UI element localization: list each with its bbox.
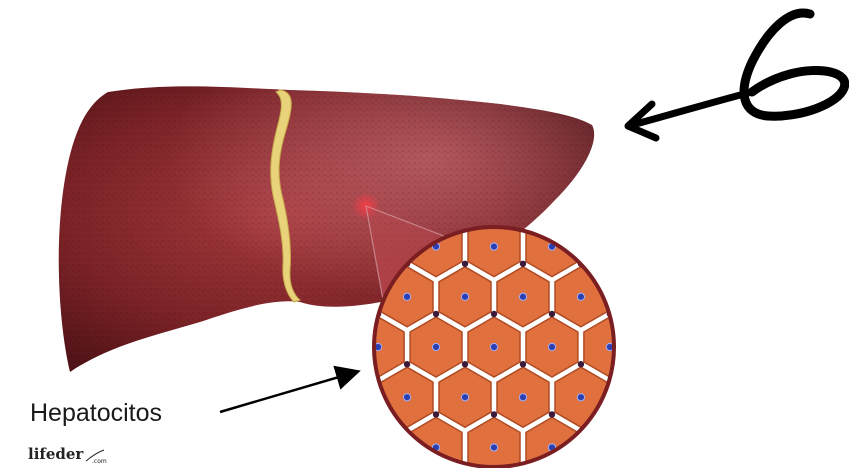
portal-triad bbox=[578, 361, 584, 367]
cell-nucleus bbox=[403, 394, 410, 401]
portal-triad bbox=[462, 361, 468, 367]
cell-nucleus bbox=[577, 293, 584, 300]
handwritten-six-annotation bbox=[628, 13, 845, 138]
portal-triad bbox=[549, 210, 555, 216]
cell-nucleus bbox=[490, 444, 497, 451]
handwritten-arrow-shaft bbox=[636, 92, 752, 124]
portal-triad bbox=[549, 411, 555, 417]
lifeder-logo: lifeder .com bbox=[28, 445, 107, 465]
cell-nucleus bbox=[432, 343, 439, 350]
cell-nucleus bbox=[403, 293, 410, 300]
portal-triad bbox=[433, 411, 439, 417]
portal-triad bbox=[520, 361, 526, 367]
logo-brand: lifeder bbox=[28, 445, 84, 463]
logo-suffix: .com bbox=[92, 458, 107, 465]
portal-triad bbox=[520, 261, 526, 267]
handwritten-six bbox=[744, 13, 845, 116]
portal-triad bbox=[462, 261, 468, 267]
cell-nucleus bbox=[577, 394, 584, 401]
hepatocytes-label: Hepatocitos bbox=[30, 399, 162, 427]
cell-nucleus bbox=[490, 243, 497, 250]
cell-nucleus bbox=[490, 343, 497, 350]
cell-nucleus bbox=[548, 343, 555, 350]
cell-nucleus bbox=[461, 293, 468, 300]
cell-nucleus bbox=[519, 293, 526, 300]
portal-triad bbox=[433, 311, 439, 317]
cell-nucleus bbox=[461, 394, 468, 401]
hepatocytes-arrow bbox=[220, 372, 356, 412]
portal-triad bbox=[491, 311, 497, 317]
portal-triad bbox=[491, 411, 497, 417]
portal-triad bbox=[549, 311, 555, 317]
portal-triad bbox=[404, 361, 410, 367]
cell-nucleus bbox=[519, 394, 526, 401]
